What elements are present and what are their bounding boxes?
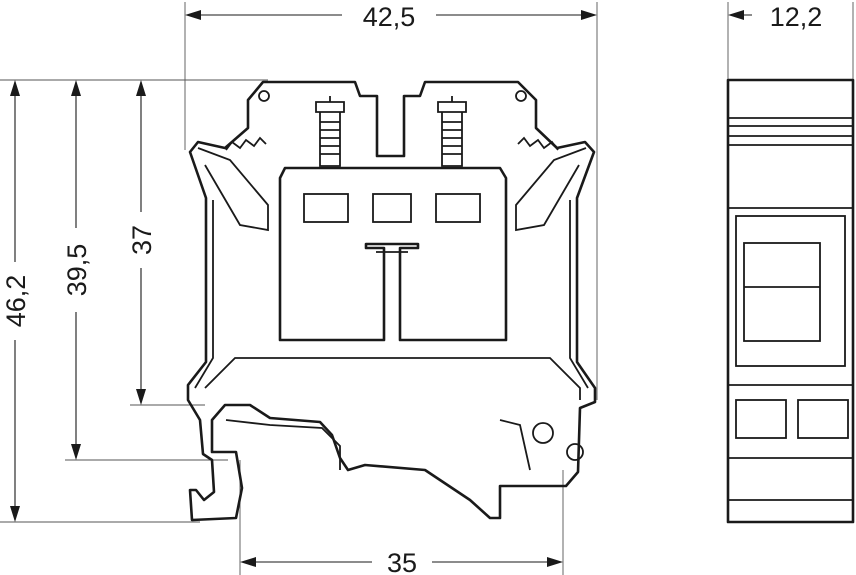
dimension-height-total: 46,2: [1, 80, 31, 522]
dim-label-rail-width: 35: [387, 548, 417, 575]
clamp-arm-right: [515, 147, 587, 232]
inner-outline-left: [194, 200, 214, 389]
dim-label-height-mid: 39,5: [62, 244, 92, 297]
dim-label-height-total: 46,2: [1, 275, 31, 328]
dim-label-width-side: 12,2: [770, 2, 823, 32]
dimension-rail-width: 35: [240, 548, 563, 575]
clamp-arm-left: [197, 147, 269, 232]
side-slot-left: [735, 399, 787, 439]
latch-hole-upper: [532, 422, 554, 444]
rail-channel-right: [499, 419, 531, 471]
clamp-teeth-right: [517, 136, 559, 151]
latch-hole-lower: [566, 443, 584, 461]
mounting-hole-left: [258, 90, 270, 102]
side-slot-right: [797, 399, 849, 439]
inner-outline-right: [569, 200, 589, 389]
dimension-width-side: 12,2: [728, 2, 822, 32]
side-outline: [726, 78, 855, 524]
housing-outline: [186, 80, 597, 522]
side-window: [735, 215, 846, 367]
screw-right: [437, 96, 467, 167]
screw-left: [315, 96, 345, 167]
mounting-hole-right: [515, 90, 527, 102]
dim-label-width-total: 42,5: [363, 2, 416, 32]
dimension-height-inner: 37: [127, 80, 157, 405]
side-window-inner: [743, 242, 821, 342]
side-view: [726, 78, 855, 524]
clamp-teeth-left: [225, 136, 267, 151]
clamp-body: [278, 166, 508, 342]
window-center: [372, 193, 412, 223]
dimension-width-total: 42,5: [185, 2, 597, 32]
front-view: [186, 80, 597, 522]
window-right: [435, 193, 481, 223]
dim-label-height-inner: 37: [127, 225, 157, 255]
dimension-height-mid: 39,5: [62, 80, 92, 460]
base-step-line: [204, 357, 581, 400]
rail-channel: [225, 419, 341, 470]
window-left: [303, 193, 349, 223]
